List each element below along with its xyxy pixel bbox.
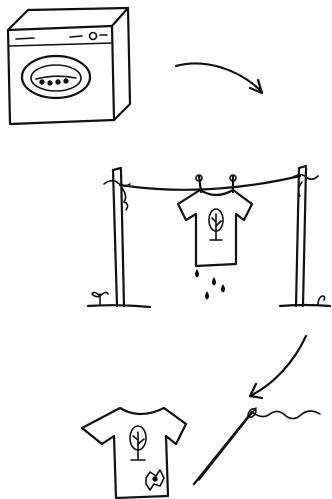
arrow-icon xyxy=(176,64,262,93)
clothesline-drying-icon xyxy=(88,166,330,307)
arrow-icon xyxy=(250,336,306,398)
washing-machine-icon xyxy=(8,8,130,124)
mending-tshirt-icon xyxy=(82,407,320,498)
